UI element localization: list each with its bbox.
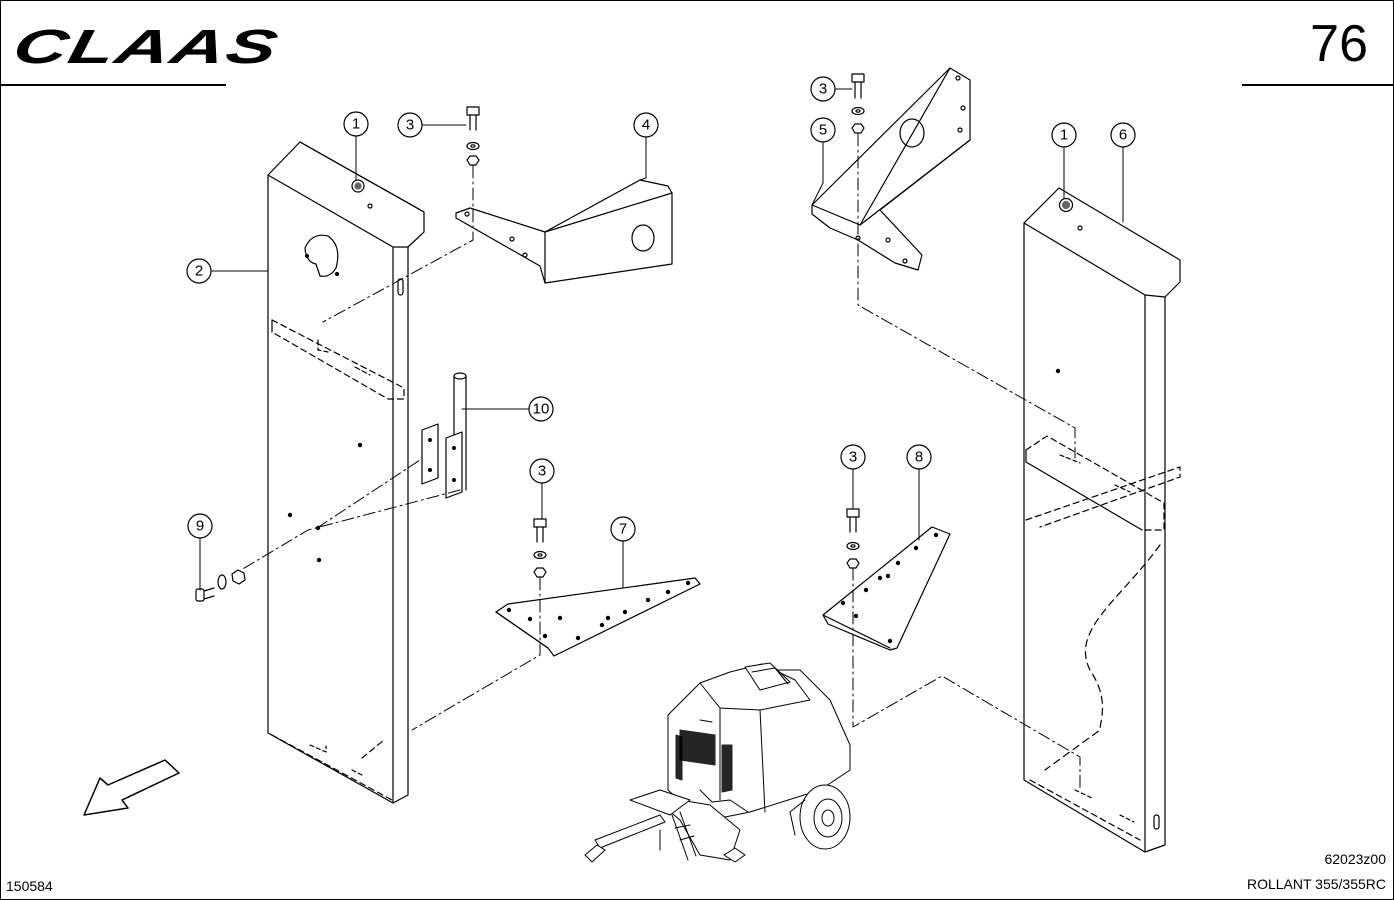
right-panel — [1023, 187, 1181, 853]
svg-text:1: 1 — [352, 116, 360, 133]
bracket-5 — [811, 67, 971, 271]
left-panel — [267, 141, 425, 804]
callout-3-mid-left: 3 — [529, 458, 555, 484]
assembly-lines — [240, 133, 1081, 791]
callout-10: 10 — [528, 396, 554, 422]
callout-3-top-left: 3 — [397, 112, 423, 138]
callout-2: 2 — [186, 258, 212, 284]
callout-9: 9 — [187, 513, 213, 539]
bolt-stack-mid-right — [846, 508, 860, 569]
svg-text:9: 9 — [196, 518, 204, 535]
bolt-stack-top-left — [466, 106, 480, 166]
bolt-stack-mid-left — [533, 518, 547, 578]
callout-8: 8 — [906, 444, 932, 470]
svg-text:7: 7 — [619, 521, 627, 538]
bracket-4 — [455, 179, 673, 284]
tube-holder-10 — [421, 372, 467, 499]
callout-4: 4 — [633, 112, 659, 138]
direction-arrow — [83, 759, 180, 816]
model-name: ROLLANT 355/355RC — [1246, 876, 1386, 892]
bolt-stack-9 — [195, 569, 246, 602]
drawing-code: 62023z00 — [1324, 851, 1386, 867]
svg-text:3: 3 — [538, 463, 546, 480]
svg-text:6: 6 — [1119, 127, 1127, 144]
callout-6: 6 — [1110, 122, 1136, 148]
baler-machine-illustration — [584, 662, 851, 863]
callout-7: 7 — [610, 516, 636, 542]
svg-text:3: 3 — [406, 117, 414, 134]
bracket-8 — [822, 526, 951, 651]
svg-text:1: 1 — [1060, 127, 1068, 144]
page-number: 76 — [1310, 15, 1368, 73]
svg-text:2: 2 — [195, 263, 203, 280]
document-id: 150584 — [6, 878, 53, 894]
callout-3-top-right: 3 — [810, 76, 836, 102]
callout-1-left: 1 — [343, 111, 369, 137]
header-rule-right — [1242, 84, 1394, 86]
svg-text:5: 5 — [819, 122, 827, 139]
bracket-7 — [495, 577, 701, 657]
svg-text:10: 10 — [533, 401, 550, 418]
callout-1-right: 1 — [1051, 122, 1077, 148]
callout-3-mid-right: 3 — [840, 444, 866, 470]
svg-text:3: 3 — [819, 81, 827, 98]
svg-text:8: 8 — [915, 449, 923, 466]
bolt-stack-top-right — [851, 73, 865, 134]
header-rule-left — [0, 84, 226, 86]
svg-text:4: 4 — [642, 117, 650, 134]
callout-5: 5 — [810, 117, 836, 143]
svg-text:3: 3 — [849, 449, 857, 466]
